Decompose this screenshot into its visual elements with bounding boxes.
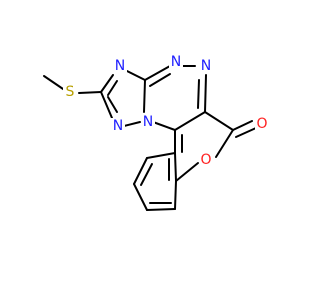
bond-c2-n1 — [100, 74, 114, 93]
atom-label-backing — [199, 58, 213, 74]
bond-c11-c10-double — [140, 163, 153, 186]
bond-o-ring-c8a — [175, 162, 199, 182]
bond-c6-c7 — [174, 111, 206, 131]
bond-n5-c6 — [204, 74, 207, 113]
bond-c6-c8 — [204, 111, 234, 131]
bond-n1-c3a — [126, 70, 146, 81]
bond-c8-c8a — [174, 180, 177, 210]
bond-c3a-n10 — [143, 79, 146, 113]
bond-n9-c2-double — [107, 96, 118, 113]
bond-c11a-c11 — [146, 152, 176, 159]
atom-label-n3: N — [201, 58, 211, 74]
atom-labels: S N N N N N N O O — [63, 54, 269, 168]
bond-methyl-s — [43, 75, 67, 92]
atom-label-backing — [111, 118, 125, 134]
bond-n10-n9 — [123, 121, 141, 127]
bond-c3a-n4 — [144, 65, 171, 81]
atom-label-o1: O — [256, 116, 267, 132]
atom-label-backing — [63, 84, 77, 100]
bond-c7-n10 — [152, 121, 176, 131]
bond-n5-c6-double — [197, 79, 200, 109]
bond-c8-o-ring — [215, 129, 234, 158]
atom-label-n2: N — [171, 54, 181, 70]
molecule-structure-diagram: S N N N N N N O O — [43, 54, 269, 211]
atom-label-n5: N — [143, 114, 153, 130]
atom-label-n1: N — [115, 58, 125, 74]
bond-n9-c2 — [100, 91, 113, 119]
atom-label-backing — [255, 116, 269, 132]
bond-c10-c9 — [133, 183, 148, 211]
bond-c11a-c8a — [174, 152, 177, 182]
atom-label-backing — [199, 152, 213, 168]
atom-label-n6: N — [113, 118, 123, 134]
atom-label-s: S — [66, 84, 75, 100]
bond-c3a-n4-double — [149, 73, 171, 87]
bond-c8-o-carbonyl — [232, 120, 253, 131]
atom-label-backing — [141, 114, 155, 130]
bond-c2-n1-double — [107, 80, 118, 96]
bond-s-c2 — [78, 91, 102, 94]
atom-label-backing — [113, 58, 127, 74]
atom-label-backing — [169, 54, 183, 70]
bond-c9-c8 — [146, 208, 176, 211]
bond-c8-o-carbonyl-double — [235, 127, 257, 138]
bond-lines — [43, 65, 257, 211]
atom-label-o2: O — [200, 152, 211, 168]
bond-c11-c10 — [133, 157, 148, 185]
